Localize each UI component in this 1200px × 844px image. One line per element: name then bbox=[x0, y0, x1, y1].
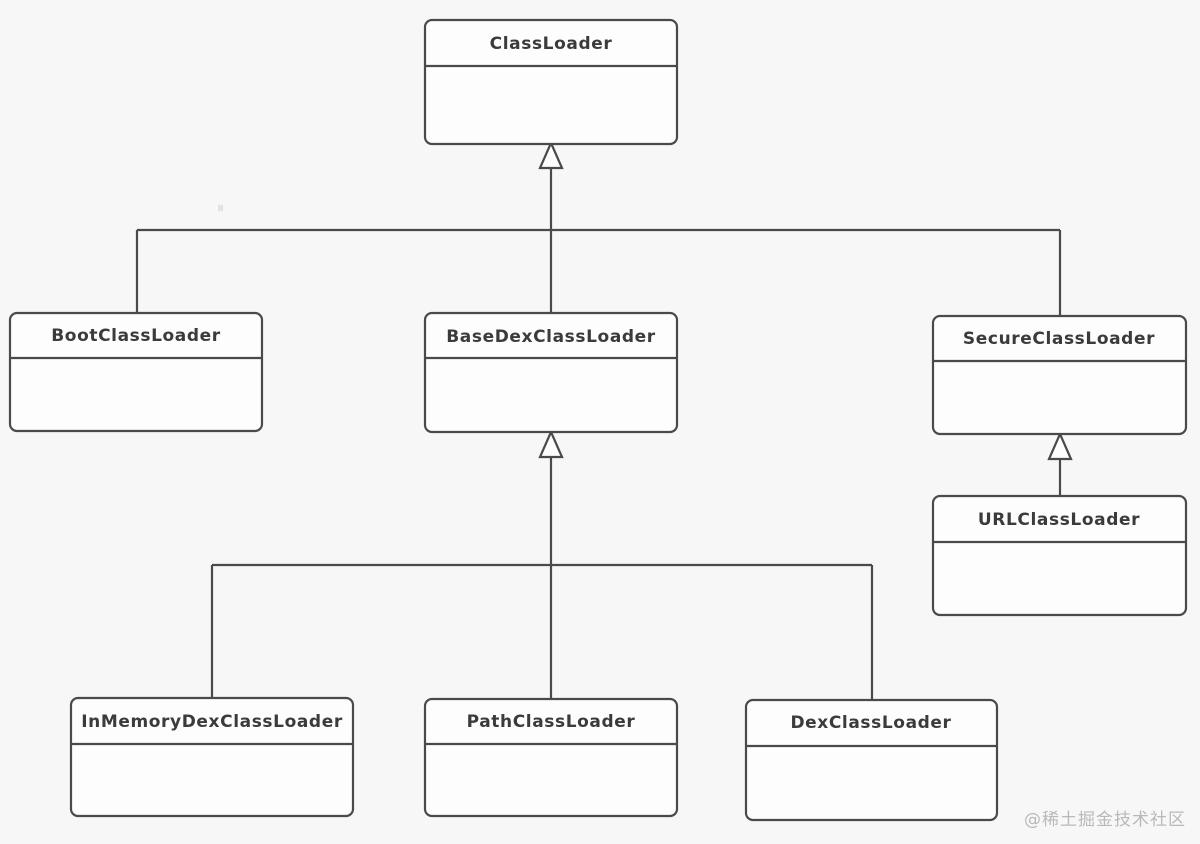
class-box[interactable] bbox=[423, 697, 679, 818]
class-box[interactable] bbox=[423, 18, 679, 146]
class-box[interactable] bbox=[8, 311, 264, 433]
class-name-label: BootClassLoader bbox=[51, 326, 221, 346]
class-box[interactable] bbox=[744, 698, 999, 822]
class-node-bootclassloader[interactable]: BootClassLoader bbox=[8, 311, 264, 433]
class-node-dexclassloader[interactable]: DexClassLoader bbox=[744, 698, 999, 822]
watermark-label: @稀土掘金技术社区 bbox=[1024, 810, 1186, 830]
class-name-label: URLClassLoader bbox=[978, 510, 1140, 530]
class-node-inmemorydexclassloader[interactable]: InMemoryDexClassLoader bbox=[69, 696, 355, 818]
image-artifact-dot bbox=[218, 205, 223, 211]
class-node-classloader[interactable]: ClassLoader bbox=[423, 18, 679, 146]
class-name-label: PathClassLoader bbox=[467, 712, 636, 732]
generalization-arrowhead-classloader bbox=[538, 140, 564, 170]
class-box[interactable] bbox=[931, 494, 1188, 617]
class-node-basedexclassloader[interactable]: BaseDexClassLoader bbox=[423, 311, 679, 434]
class-name-label: BaseDexClassLoader bbox=[446, 327, 656, 347]
generalization-arrowhead-secureclassloader bbox=[1047, 431, 1073, 461]
class-box[interactable] bbox=[931, 314, 1188, 436]
class-node-urlclassloader[interactable]: URLClassLoader bbox=[931, 494, 1188, 617]
class-name-label: InMemoryDexClassLoader bbox=[81, 712, 343, 732]
class-box[interactable] bbox=[69, 696, 355, 818]
generalization-arrowhead-basedexclassloader bbox=[538, 429, 564, 459]
class-name-label: SecureClassLoader bbox=[963, 329, 1155, 349]
edge-generalization-to-basedexclassloader bbox=[210, 457, 874, 700]
edge-generalization-to-classloader bbox=[135, 168, 1062, 316]
class-box[interactable] bbox=[423, 311, 679, 434]
class-name-label: ClassLoader bbox=[490, 34, 613, 54]
class-name-label: DexClassLoader bbox=[790, 713, 951, 733]
edge-layer bbox=[135, 140, 1073, 700]
class-node-pathclassloader[interactable]: PathClassLoader bbox=[423, 697, 679, 818]
class-node-secureclassloader[interactable]: SecureClassLoader bbox=[931, 314, 1188, 436]
